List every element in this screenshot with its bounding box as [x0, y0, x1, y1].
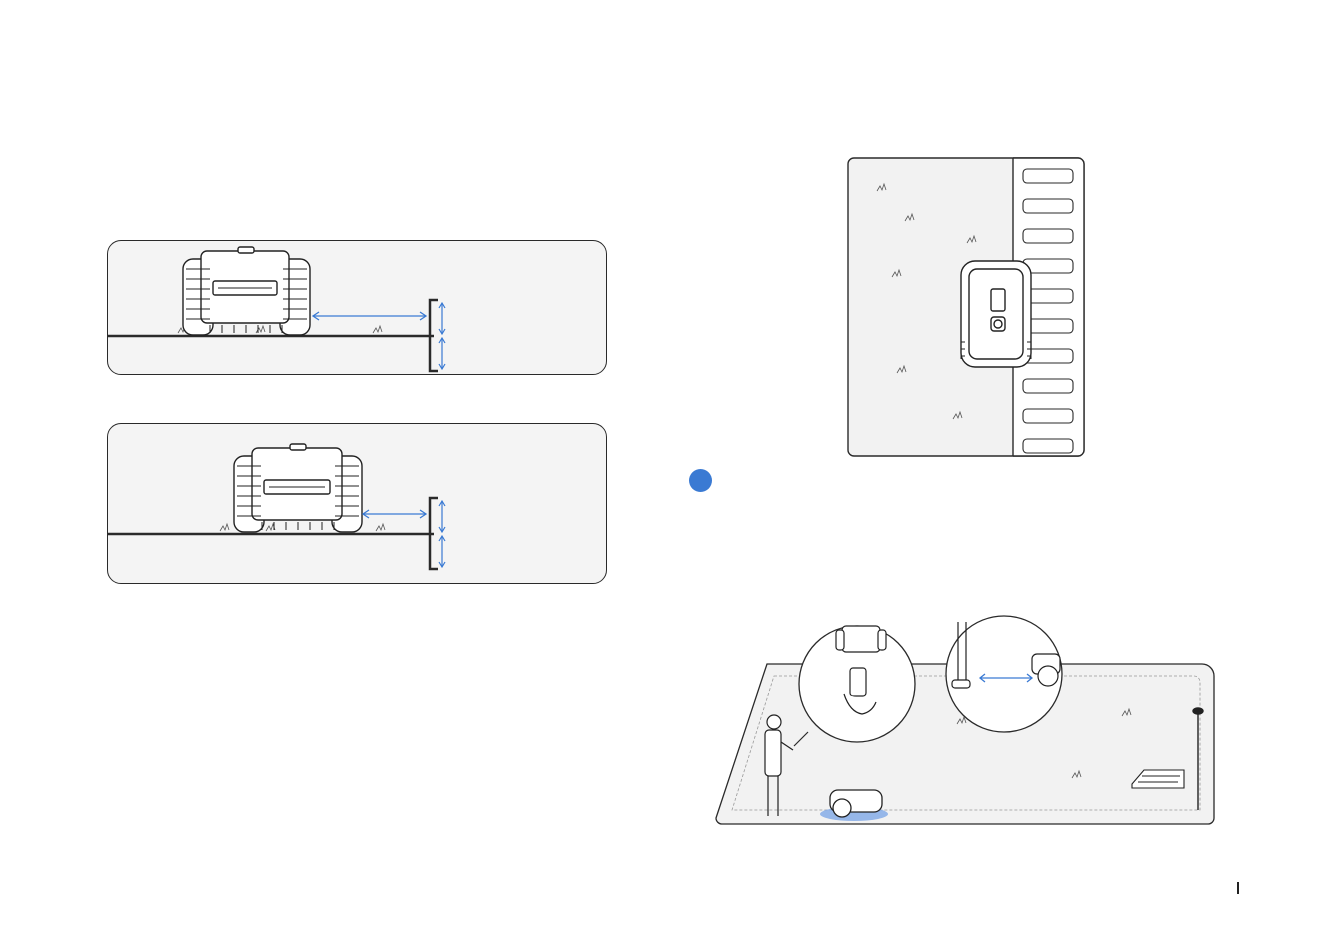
mower-top-view-along-paving-icon [847, 157, 1087, 459]
lawn-setup-diagram [712, 614, 1222, 828]
step-badge-icon [689, 469, 712, 492]
mower-front-view-near-curb-icon [108, 424, 606, 583]
clearance-diagram-bottom [107, 423, 607, 584]
mower-front-view-near-wall-icon [108, 241, 606, 374]
lawn-scene-with-user-phone-mower-antenna-icon [712, 614, 1222, 828]
clearance-diagram-top [107, 240, 607, 375]
top-view-diagram [847, 157, 1087, 459]
page-number [1230, 880, 1252, 898]
